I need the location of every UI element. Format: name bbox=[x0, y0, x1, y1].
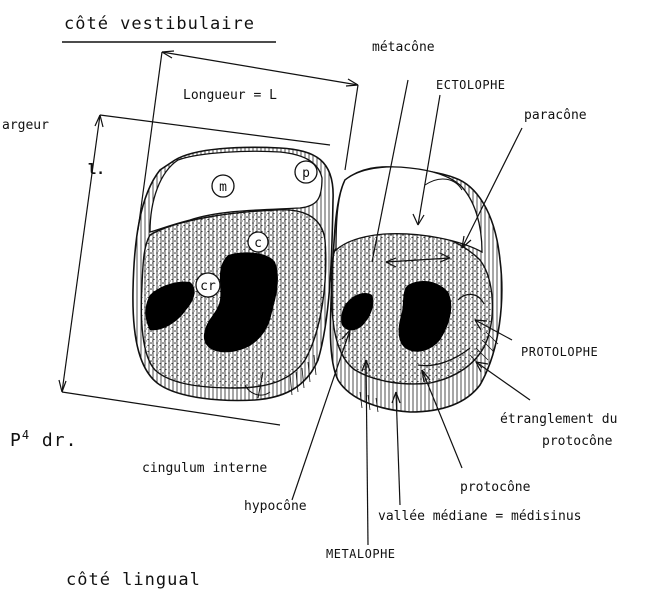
label-metalophe: METALOPHE bbox=[326, 547, 396, 561]
label-cingulum-interne: cingulum interne bbox=[142, 461, 267, 476]
tooth-id-suffix: dr. bbox=[42, 430, 78, 451]
length-label: Longueur = L bbox=[183, 88, 277, 103]
vestibular-side-label: côté vestibulaire bbox=[64, 14, 255, 34]
label-etranglement-line2: protocône bbox=[542, 434, 612, 449]
circle-cr-text: cr bbox=[200, 279, 216, 294]
label-protolophe: PROTOLOPHE bbox=[521, 345, 598, 359]
lingual-side-label: côté lingual bbox=[66, 570, 201, 590]
tooth-identifier: P4 dr. bbox=[10, 428, 77, 451]
label-protocone: protocône bbox=[460, 480, 530, 495]
circle-c-text: c bbox=[254, 236, 262, 251]
label-ectolophe: ECTOLOPHE bbox=[436, 78, 506, 92]
label-metacone: métacône bbox=[372, 40, 435, 55]
width-symbol: l. bbox=[88, 162, 105, 178]
label-vallee-mediane: vallée médiane = médisinus bbox=[378, 509, 582, 524]
circle-m-text: m bbox=[219, 180, 227, 195]
circle-p-text: p bbox=[302, 166, 310, 181]
label-hypocone: hypocône bbox=[244, 499, 307, 514]
right-tooth bbox=[330, 167, 501, 412]
tooth-id-superscript: 4 bbox=[22, 428, 30, 442]
label-etranglement-line1: étranglement du bbox=[500, 412, 617, 427]
width-label: argeur bbox=[2, 118, 49, 133]
tooth-id-letter: P bbox=[10, 430, 22, 451]
label-paracone: paracône bbox=[524, 108, 587, 123]
